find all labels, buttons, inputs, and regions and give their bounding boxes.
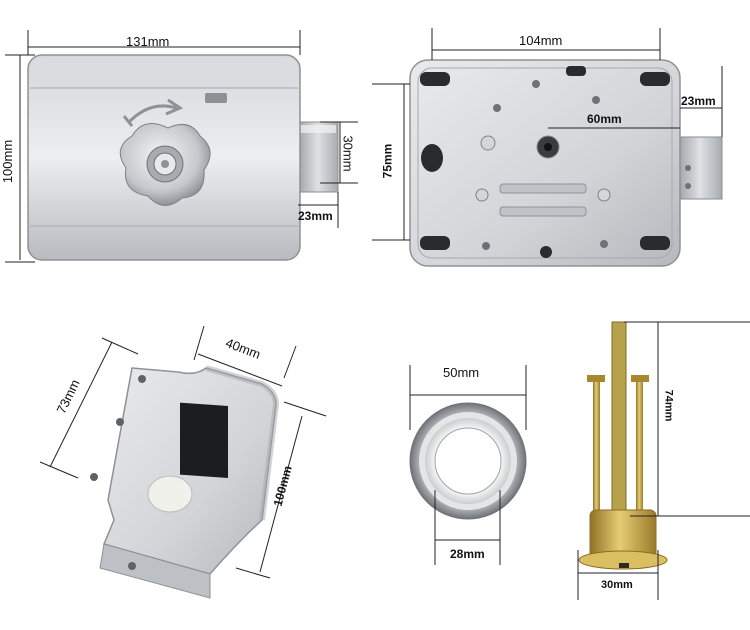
bolt-projection-label: 23mm [298, 209, 333, 223]
cylinder-ring [409, 402, 527, 520]
back-bolt-label: 23mm [681, 94, 716, 108]
lock-front-view [27, 54, 339, 261]
lock-height-label: 100mm [0, 139, 16, 184]
bolt-height-label: 30mm [340, 135, 356, 172]
back-width-label: 104mm [519, 33, 563, 48]
cylinder-length-label: 74mm [662, 389, 675, 422]
strike-dimension-lines [39, 325, 327, 579]
ring-dimension-lines [409, 365, 527, 565]
lock-width-label: 131mm [126, 34, 170, 49]
cylinder-dimension-lines [577, 321, 750, 600]
strike-plate [90, 365, 280, 599]
ring-outer-label: 50mm [443, 365, 480, 380]
ring-inner-label: 28mm [450, 547, 485, 561]
back-height-label: 75mm [380, 143, 395, 179]
back-view-dimension-lines [372, 28, 723, 241]
backset-label: 60mm [587, 112, 622, 126]
lock-cylinder [578, 321, 668, 570]
cylinder-diameter-label: 30mm [601, 579, 633, 591]
front-view-dimension-lines [5, 30, 358, 263]
lock-back-view [409, 59, 723, 267]
